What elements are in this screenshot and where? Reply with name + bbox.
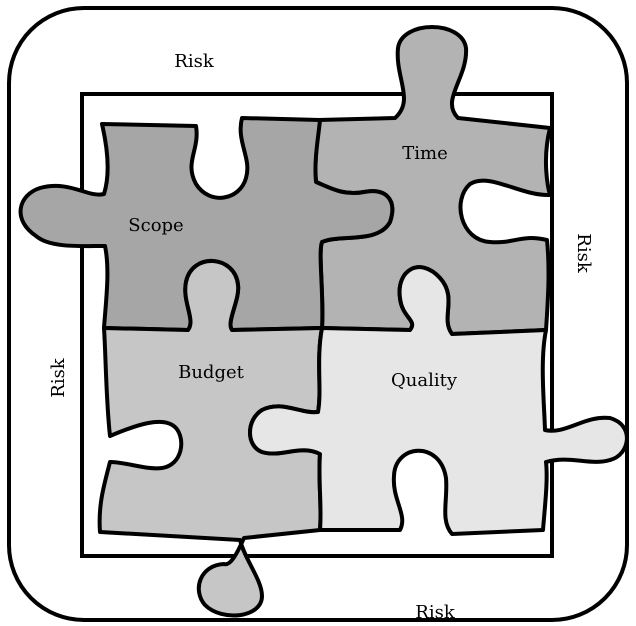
time-label: Time bbox=[402, 143, 447, 164]
risk-label-top: Risk bbox=[174, 51, 215, 72]
risk-label-left: Risk bbox=[48, 357, 69, 398]
budget-label: Budget bbox=[178, 362, 245, 383]
risk-label-right: Risk bbox=[573, 233, 594, 274]
risk-label-bottom: Risk bbox=[415, 602, 456, 623]
quality-label: Quality bbox=[391, 370, 458, 391]
scope-label: Scope bbox=[128, 215, 183, 236]
